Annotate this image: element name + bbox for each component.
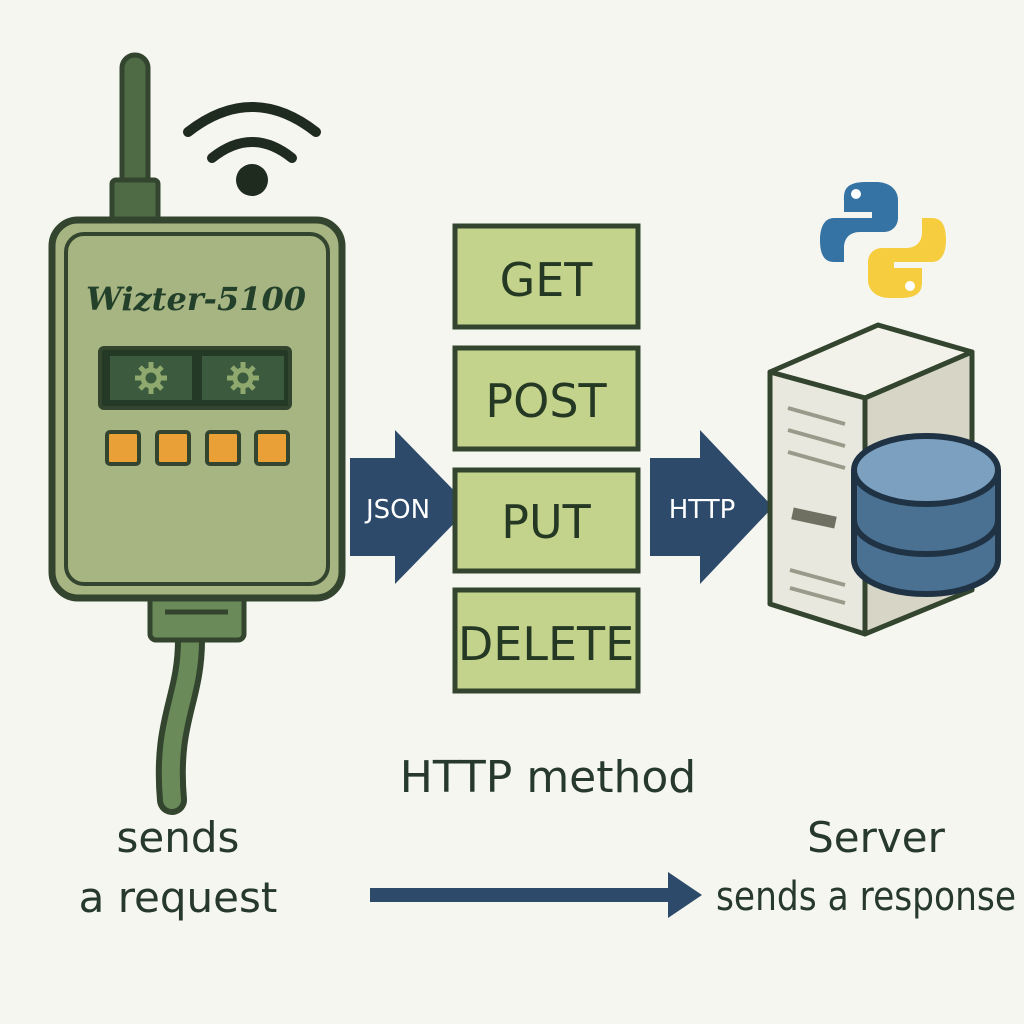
http-arrow-label: HTTP [669, 495, 736, 525]
device-button[interactable] [254, 430, 290, 466]
antenna [109, 52, 161, 223]
json-arrow-label: JSON [364, 495, 430, 525]
method-put-label: PUT [501, 495, 591, 549]
method-get-label: GET [500, 253, 594, 307]
method-put[interactable]: PUT [452, 467, 641, 574]
wifi-icon [183, 102, 321, 196]
http-arrow: HTTP [650, 430, 773, 584]
json-arrow: JSON [350, 430, 470, 584]
server-caption-line2: sends a response [716, 874, 1016, 920]
gear-icon [135, 362, 167, 394]
device-caption-line2: a request [79, 873, 278, 922]
device-button[interactable] [205, 430, 241, 466]
method-delete[interactable]: DELETE [452, 587, 641, 694]
device-name: Wizter-5100 [86, 280, 306, 318]
method-delete-label: DELETE [458, 617, 634, 671]
device-caption-line1: sends [117, 813, 240, 862]
method-post[interactable]: POST [452, 345, 641, 452]
device-button[interactable] [155, 430, 191, 466]
python-logo-icon [820, 182, 946, 298]
gear-icon [227, 362, 259, 394]
response-flow-arrow [370, 872, 702, 918]
device-button[interactable] [105, 430, 141, 466]
device: Wizter-5100 [48, 52, 346, 922]
http-method-caption: HTTP method [400, 752, 697, 803]
database-icon [851, 433, 1001, 597]
server-caption-line1: Server [807, 813, 945, 862]
method-post-label: POST [485, 374, 607, 428]
method-get[interactable]: GET [452, 223, 641, 330]
http-method-list: GET POST PUT DELETE HTTP method [400, 223, 697, 803]
